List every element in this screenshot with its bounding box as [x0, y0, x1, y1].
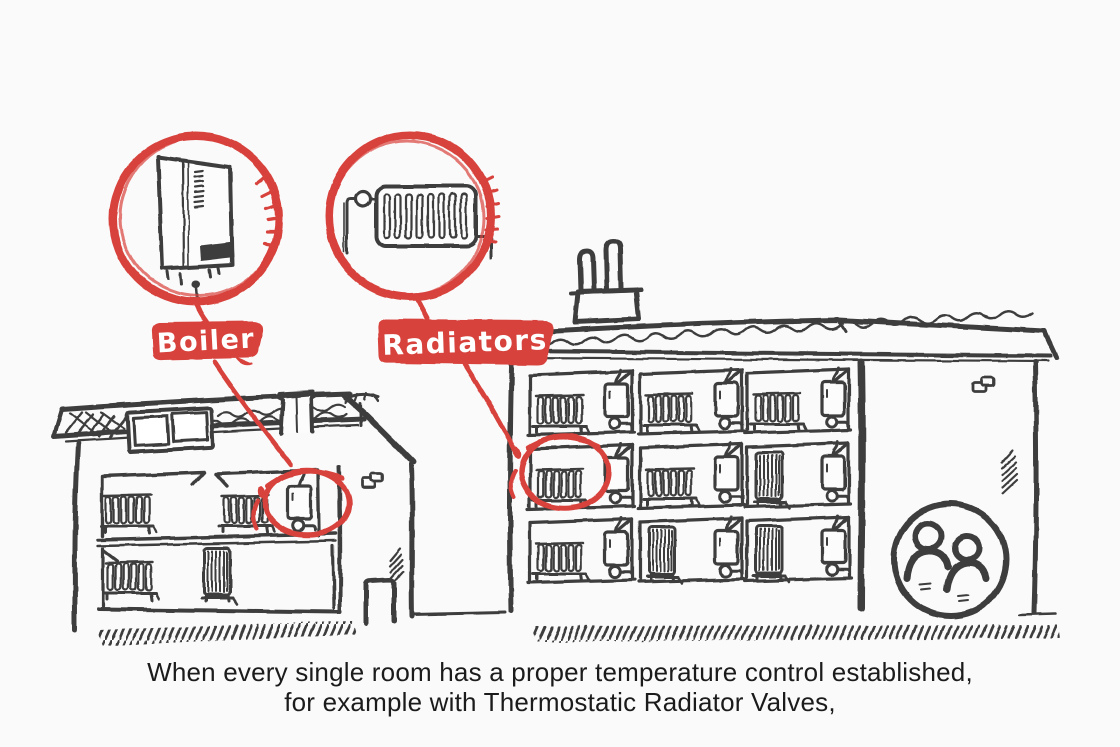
radiator — [531, 541, 591, 583]
tall-radiator — [200, 546, 239, 606]
water-heater-icon — [603, 368, 634, 431]
house-illustration — [51, 390, 416, 632]
house-gable — [342, 393, 416, 465]
wall-vent-icon — [360, 471, 385, 489]
boiler-callout-stem — [194, 302, 210, 325]
wall-shading-hatch — [388, 546, 405, 586]
building-roof — [506, 317, 1047, 336]
caption-line-1: When every single room has a proper temp… — [147, 657, 973, 687]
water-heater-icon — [713, 515, 744, 578]
radiator — [531, 393, 591, 435]
radiator-icon — [343, 184, 493, 260]
tall-radiator — [645, 525, 684, 585]
radiators-label-text: Radiators — [382, 323, 549, 362]
emphasis-rays — [254, 174, 283, 248]
water-heater-icon — [820, 514, 851, 577]
wall-vent-icon — [971, 376, 996, 394]
radiator — [101, 560, 161, 602]
house-right-wall — [408, 461, 415, 619]
ground-hatching — [98, 621, 356, 646]
radiator — [641, 466, 701, 508]
highlight-circle-boiler — [251, 468, 352, 538]
caption-line-2: for example with Thermostatic Radiator V… — [284, 687, 836, 717]
heat-rays — [480, 175, 501, 244]
house-boiler-unit — [286, 470, 317, 533]
water-heater-icon — [713, 441, 744, 504]
ground — [98, 610, 1060, 646]
boiler-label-blob — [151, 321, 264, 366]
boiler-label-text: Boiler — [156, 323, 256, 359]
building-chimney — [569, 238, 643, 325]
water-heater-icon — [713, 367, 744, 430]
apartment-building-illustration — [506, 238, 1059, 619]
tall-radiator — [752, 524, 791, 584]
apartment-rooms — [526, 366, 853, 585]
tv-antenna-icon — [343, 391, 380, 427]
subtitle-caption: When every single room has a proper temp… — [0, 657, 1120, 717]
building-left-wall — [507, 342, 515, 614]
ground-hatching — [532, 625, 1060, 642]
radiator — [641, 392, 701, 434]
radiators-callout-circle — [325, 131, 501, 301]
house-door — [363, 577, 397, 626]
people-icon — [891, 501, 1009, 619]
radiators-pointer-line — [462, 361, 519, 455]
building-divider-wall — [857, 358, 866, 612]
building-right-wall — [1031, 359, 1039, 616]
radiators-label-blob — [377, 319, 554, 365]
water-heater-icon — [820, 440, 851, 503]
radiators-callout-stem — [413, 294, 430, 321]
water-heater-icon — [820, 366, 851, 429]
skylight-window — [125, 405, 215, 455]
wall-shading-hatch — [999, 448, 1019, 495]
radiator — [99, 493, 159, 535]
water-heater-icon — [603, 516, 634, 579]
wall-boiler-icon — [156, 155, 234, 301]
tall-radiator — [752, 450, 791, 510]
boiler-pointer-line — [212, 359, 294, 468]
house-chimney — [275, 390, 318, 436]
house-left-wall — [72, 440, 81, 632]
radiator — [748, 391, 808, 433]
boiler-callout-circle — [109, 132, 283, 306]
highlight-circle-radiator — [508, 433, 612, 511]
